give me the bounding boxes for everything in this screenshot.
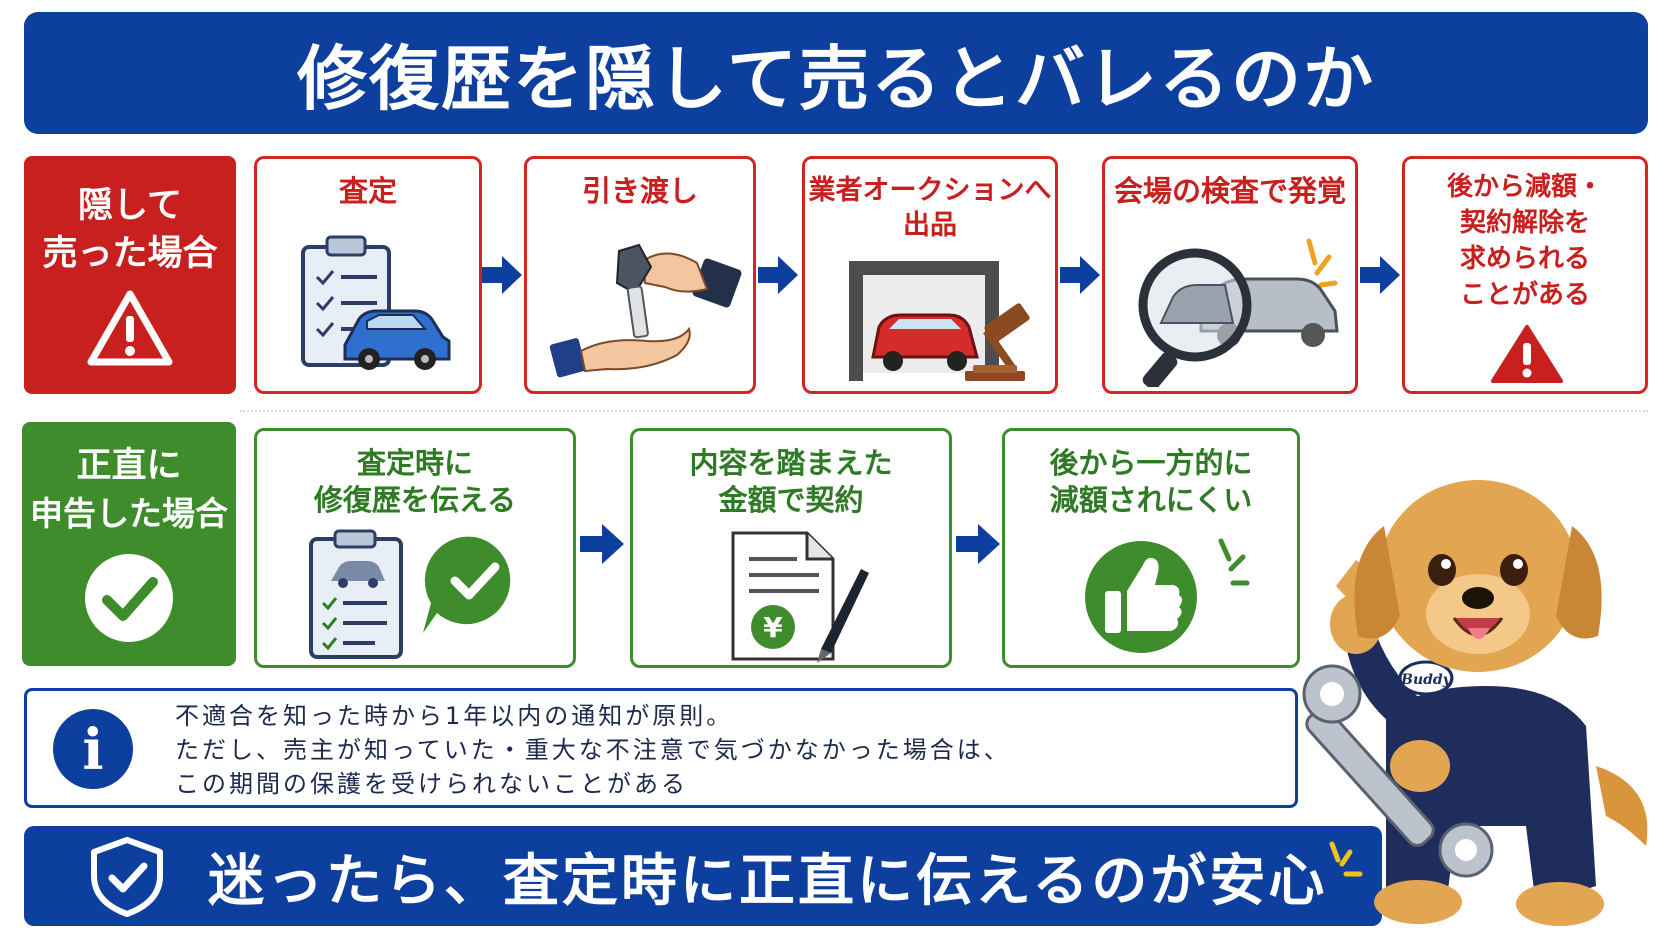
hidden-step-handover: 引き渡し (524, 156, 756, 394)
warning-icon (1491, 325, 1563, 383)
honest-case-label-line-1: 正直に (76, 446, 182, 486)
conclusion-text: 迷ったら、査定時に正直に伝えるのが安心 (208, 848, 1328, 914)
hidden-step-penalty-text: 後から減額・ 契約解除を 求められる ことがある (1446, 172, 1603, 310)
honest-step-safe-text: 後から一方的に 減額されにくい (1049, 446, 1253, 517)
arrow-right-icon (956, 524, 1000, 564)
warning-triangle-icon (87, 290, 173, 366)
arrow-right-icon (1060, 256, 1100, 294)
contract-yen-pen-icon: ¥ (731, 531, 869, 663)
hidden-step-auction: 業者オークションへ 出品 (802, 156, 1058, 394)
honest-step-disclose-text: 査定時に 修復歴を伝える (313, 446, 517, 517)
thumbs-up-icon (1085, 538, 1250, 653)
hidden-step-appraisal: 査定 (254, 156, 482, 394)
hidden-step-inspection-text: 会場の検査で発覚 (1113, 174, 1346, 208)
honest-step-safe: 後から一方的に 減額されにくい (1002, 428, 1300, 668)
page-title: 修復歴を隠して売るとバレるのか (297, 37, 1375, 120)
key-handover-icon (549, 243, 742, 378)
honest-case-label-line-2: 申告した場合 (30, 494, 228, 533)
hidden-step-appraisal-text: 査定 (338, 174, 397, 208)
svg-text:¥: ¥ (763, 611, 783, 644)
arrow-right-icon (580, 524, 624, 564)
magnifier-inspection-icon (1138, 238, 1339, 387)
hidden-step-auction-text: 業者オークションへ 出品 (808, 175, 1052, 241)
info-line-3: この期間の保護を受けられないことがある (175, 770, 688, 798)
hidden-case-label: 隠して 売った場合 (24, 156, 236, 394)
arrow-right-icon (758, 256, 798, 294)
arrow-right-icon (1360, 256, 1400, 294)
title-banner: 修復歴を隠して売るとバレるのか (24, 12, 1648, 134)
info-line-1: 不適合を知った時から1年以内の通知が原則。 (175, 702, 734, 730)
hidden-case-label-line-2: 売った場合 (42, 234, 218, 274)
info-icon-letter: i (82, 717, 103, 783)
info-icon: i (53, 709, 133, 789)
mascot-patch-text: Buddy (1400, 672, 1452, 688)
row-divider (240, 410, 1648, 412)
arrow-right-icon (482, 256, 522, 294)
info-box: i 不適合を知った時から1年以内の通知が原則。 ただし、売主が知っていた・重大な… (24, 688, 1298, 808)
check-circle-icon (85, 554, 173, 642)
honest-step-disclose: 査定時に 修復歴を伝える (254, 428, 576, 668)
hidden-step-inspection: 会場の検査で発覚 (1102, 156, 1358, 394)
mascot-dog-illustration: Buddy (1302, 480, 1648, 926)
honest-step-contract-text: 内容を踏まえた 金額で契約 (689, 446, 893, 517)
hidden-case-label-line-1: 隠して (78, 186, 182, 226)
sparkle-icon (1329, 841, 1363, 877)
info-line-2: ただし、売主が知っていた・重大な不注意で気づかなかった場合は、 (175, 736, 1011, 764)
auction-gavel-car-icon (849, 261, 1030, 381)
hidden-step-penalty: 後から減額・ 契約解除を 求められる ことがある (1402, 156, 1648, 394)
shield-check-icon (91, 837, 163, 917)
honest-case-label: 正直に 申告した場合 (22, 422, 236, 666)
conclusion-banner: 迷ったら、査定時に正直に伝えるのが安心 (24, 826, 1382, 926)
hidden-step-handover-text: 引き渡し (581, 174, 698, 208)
clipboard-speech-check-icon (309, 529, 511, 659)
honest-step-contract: 内容を踏まえた 金額で契約 ¥ (630, 428, 952, 668)
clipboard-car-icon (301, 235, 451, 370)
